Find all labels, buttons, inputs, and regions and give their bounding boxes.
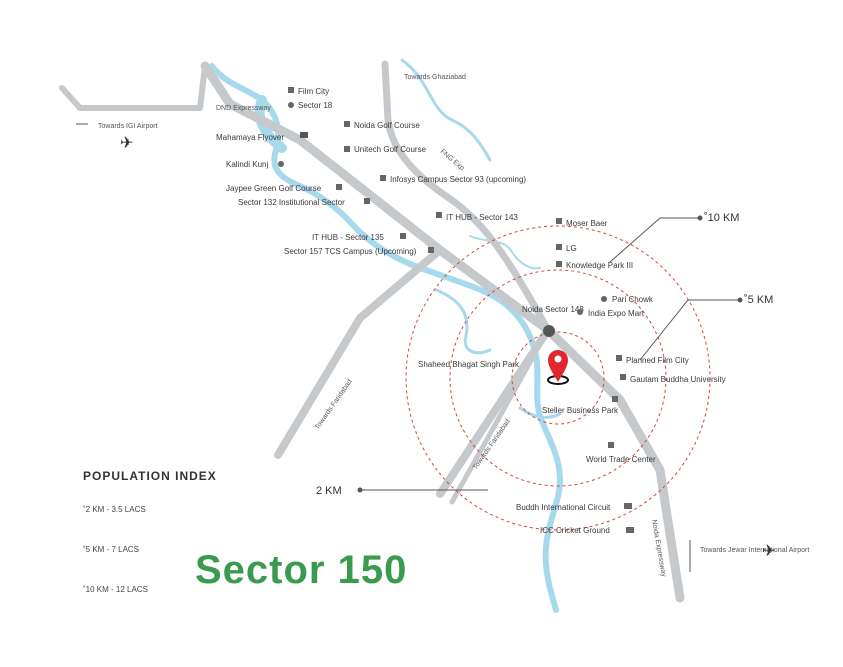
radius-10km-circle	[405, 225, 711, 531]
radius-5km-circle	[449, 269, 667, 487]
golf-flag-icon	[336, 184, 342, 190]
building-icon	[608, 442, 614, 448]
road-network	[59, 60, 685, 603]
radius-2km-circle	[511, 331, 605, 425]
location-dot-icon	[278, 161, 284, 167]
building-icon	[556, 218, 562, 224]
radius-leader-lines	[357, 215, 743, 493]
place-jaypee: Jaypee Green Golf Course	[226, 184, 322, 193]
location-dot-icon	[288, 102, 294, 108]
population-row-5km: ˚5 KM - 7 LACS	[83, 545, 140, 554]
place-ithub-143: IT HUB - Sector 143	[446, 213, 518, 222]
population-index-heading: POPULATION INDEX	[83, 469, 217, 483]
map-pin-icon	[547, 350, 569, 385]
road-label-igi: Towards IGI Airport	[98, 123, 158, 130]
place-kalindi: Kalindi Kunj	[226, 160, 268, 169]
place-steller: Steller Business Park	[542, 406, 619, 415]
place-lg: LG	[566, 244, 577, 253]
road-label-dnd: DND Expressway	[216, 105, 271, 112]
building-icon	[616, 355, 622, 361]
place-noida-sector: Noida Sector 148	[522, 305, 584, 314]
place-icc-ground: ICC Cricket Ground	[540, 526, 610, 535]
place-wtc: World Trade Center	[586, 455, 656, 464]
building-icon	[364, 198, 370, 204]
airplane-icon: ✈	[120, 135, 133, 152]
place-shaheed-park: Shaheed Bhagat Singh Park	[418, 360, 520, 369]
place-pari-chowk: Pari Chowk	[612, 295, 654, 304]
place-noida-golf: Noida Golf Course	[354, 121, 420, 130]
building-icon	[620, 374, 626, 380]
place-knowledge-park: Knowledge Park III	[566, 261, 633, 270]
flyover-icon	[300, 132, 308, 138]
location-dot-icon	[577, 309, 583, 315]
airplane-icon: ✈	[762, 543, 775, 560]
place-film-city: Film City	[298, 87, 329, 96]
place-infosys: Infosys Campus Sector 93 (upcoming)	[390, 175, 526, 184]
building-icon	[612, 396, 618, 402]
place-sector-157: Sector 157 TCS Campus (Upcoming)	[284, 247, 417, 256]
place-labels: Film City Sector 18 Noida Golf Course Ma…	[216, 87, 726, 535]
road-label-ghaziabad: Towards Ghaziabad	[404, 74, 466, 81]
race-flag-icon	[624, 503, 632, 509]
golf-flag-icon	[344, 146, 350, 152]
road-label-fnge: FNG Exp	[439, 148, 466, 172]
location-dot-icon	[601, 296, 607, 302]
radius-5km-label: ˚5 KM	[744, 294, 773, 306]
place-gbu: Gautam Buddha University	[630, 375, 726, 384]
place-unitech: Unitech Golf Course	[354, 145, 427, 154]
sector-title: Sector 150	[195, 548, 408, 592]
distance-circles	[405, 225, 711, 531]
building-icon	[556, 244, 562, 250]
place-moser: Moser Baer	[566, 219, 608, 228]
building-icon	[400, 233, 406, 239]
building-icon	[380, 175, 386, 181]
building-icon	[428, 247, 434, 253]
cricket-icon	[626, 527, 634, 533]
radius-2km-label: 2 KM	[316, 485, 342, 497]
place-buddh-circuit: Buddh International Circuit	[516, 503, 611, 512]
radius-10km-label: ˚10 KM	[704, 212, 739, 224]
population-row-2km: ˚2 KM - 3.5 LACS	[83, 505, 146, 514]
building-icon	[288, 87, 294, 93]
road-label-jewar: Towards Jewar International Airport	[700, 547, 809, 554]
place-expo-mart: India Expo Mart	[588, 309, 645, 318]
building-icon	[556, 261, 562, 267]
population-row-10km: ˚10 KM - 12 LACS	[83, 585, 148, 594]
place-sector-132: Sector 132 Institutional Sector	[238, 198, 345, 207]
yamuna-river	[209, 58, 564, 613]
place-ithub-135: IT HUB - Sector 135	[312, 233, 384, 242]
place-film-city-planned: Planned Film City	[626, 356, 689, 365]
junction-dot-icon	[543, 325, 555, 337]
building-icon	[436, 212, 442, 218]
place-sector-18: Sector 18	[298, 101, 333, 110]
golf-flag-icon	[344, 121, 350, 127]
place-mahamaya: Mahamaya Flyover	[216, 133, 284, 142]
